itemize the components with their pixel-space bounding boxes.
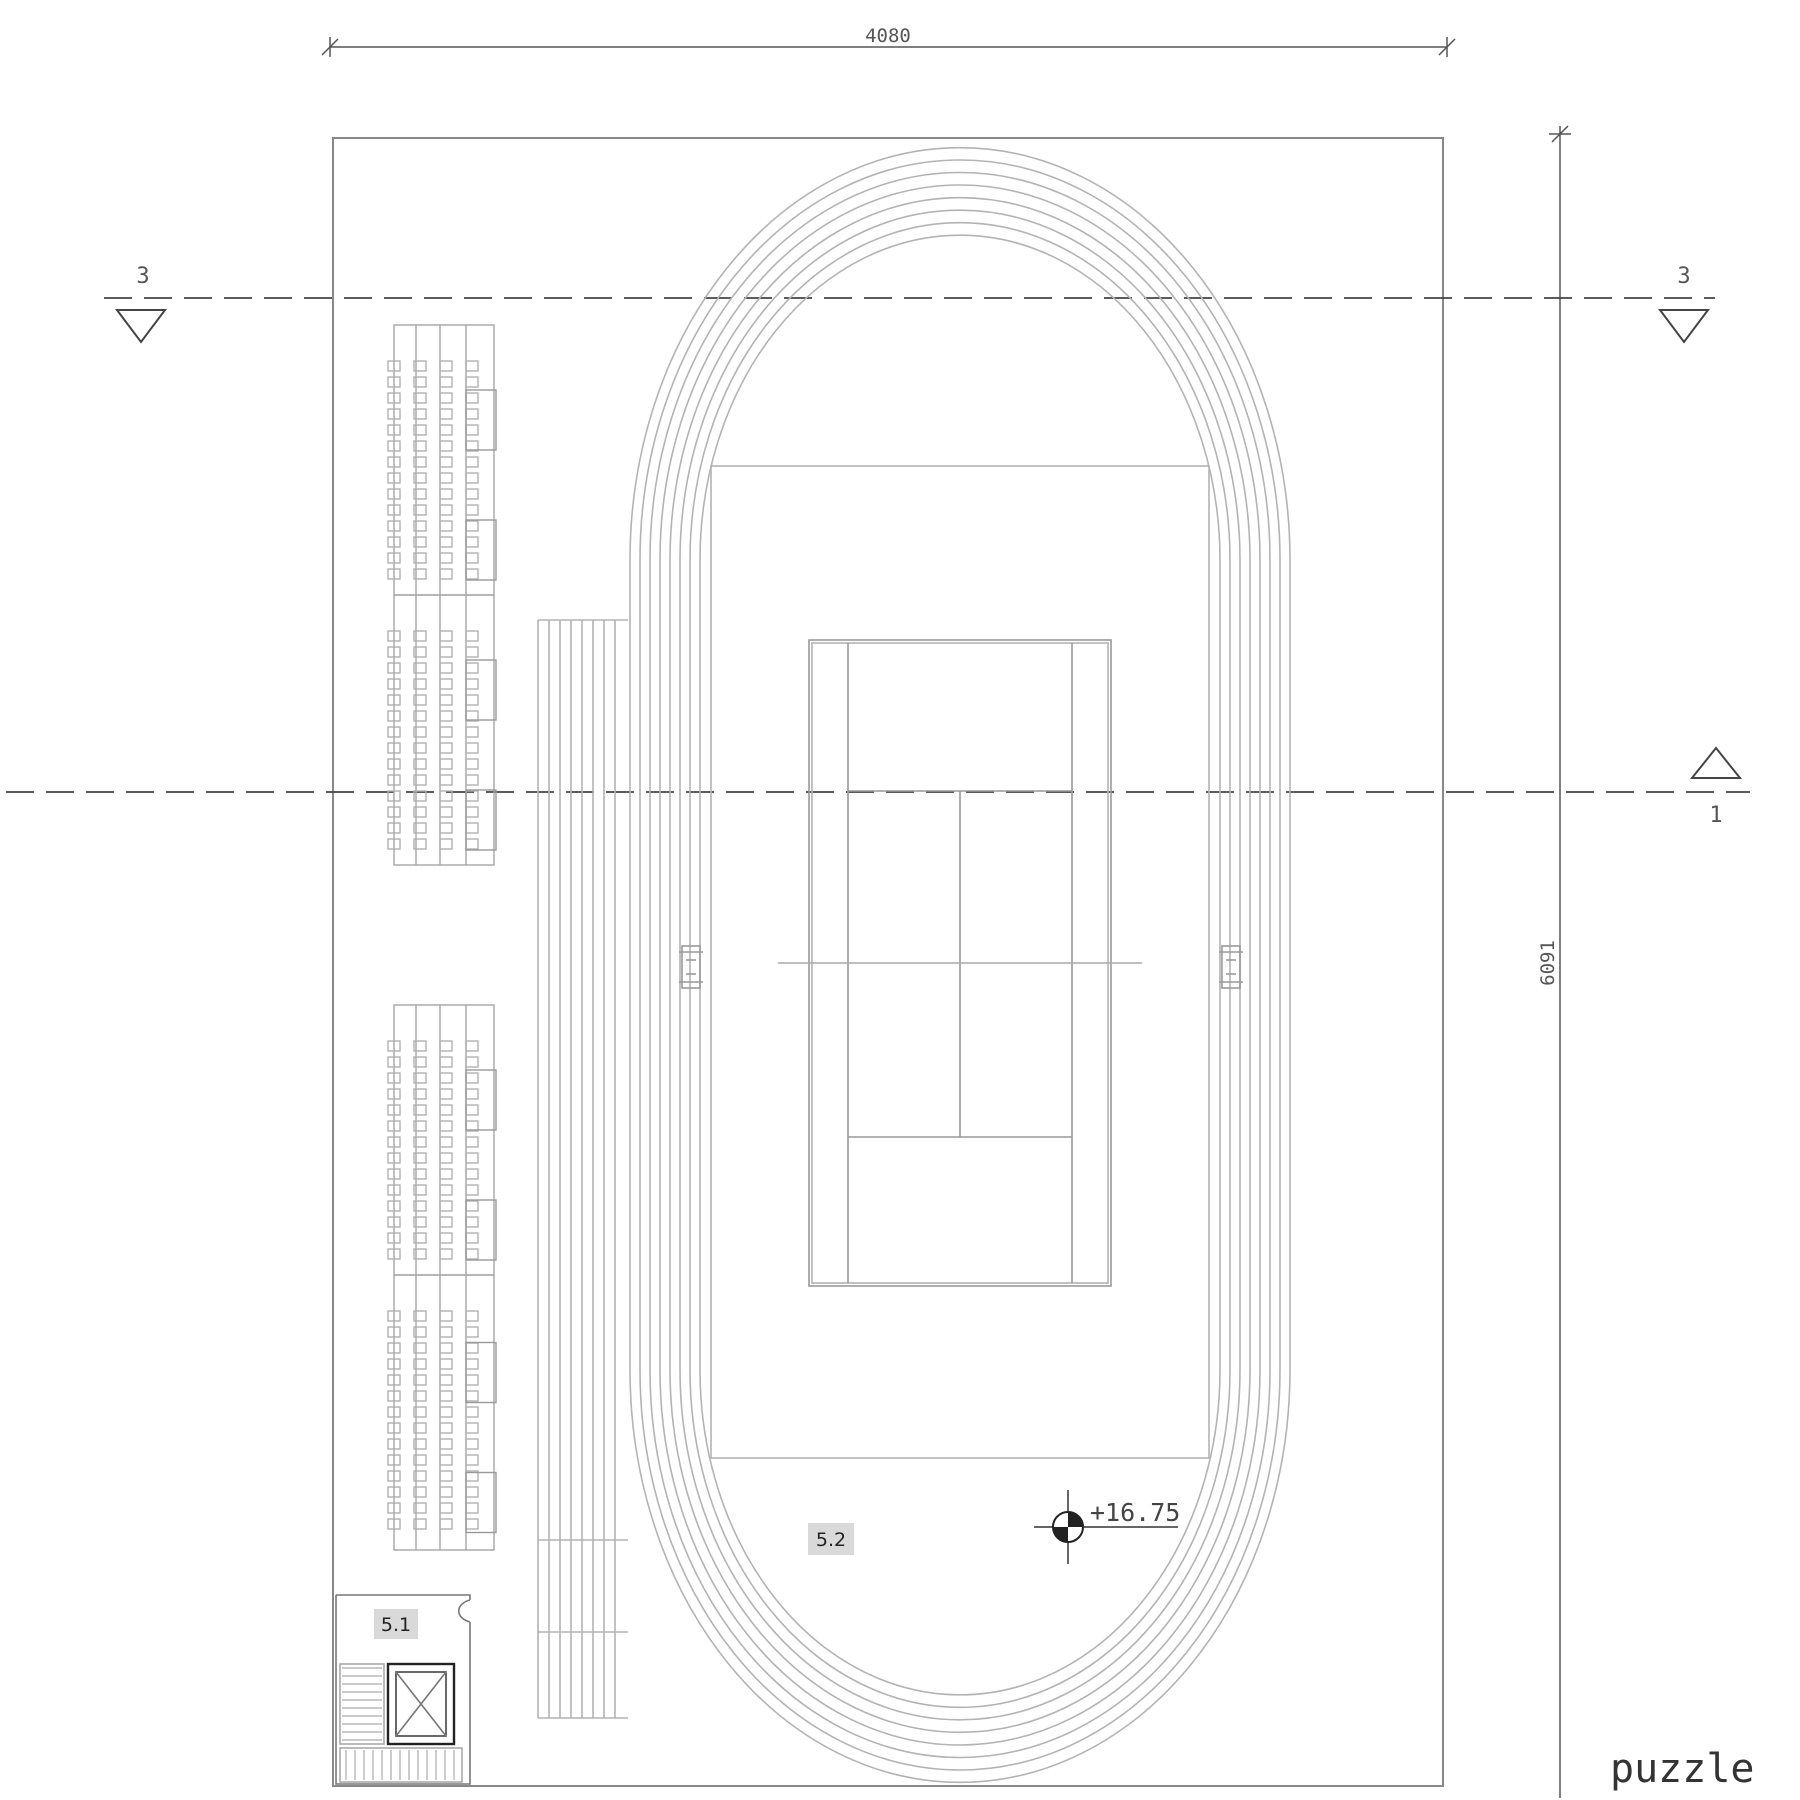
section-label-3-left: 3 xyxy=(136,264,149,289)
height-dimension xyxy=(1549,125,1571,1798)
section-label-1: 1 xyxy=(1709,803,1722,828)
track-lane xyxy=(669,196,1251,1734)
seating-block xyxy=(387,1004,497,1276)
elevation-marker xyxy=(1034,1490,1178,1564)
seating-stands xyxy=(387,324,497,1551)
brand-watermark: puzzle xyxy=(1610,1746,1755,1792)
track-lane xyxy=(639,159,1281,1771)
track-lane xyxy=(629,146,1291,1784)
tennis-court xyxy=(778,639,1142,1287)
section-marker-3-left xyxy=(115,309,167,344)
track-lane xyxy=(699,234,1221,1696)
elevation-label: +16.75 xyxy=(1090,1498,1180,1527)
goal-post-right xyxy=(1219,945,1243,989)
sprint-straight xyxy=(537,619,628,1719)
running-track xyxy=(629,146,1291,1784)
section-marker-1 xyxy=(1689,746,1743,779)
goal-post-left xyxy=(679,945,703,989)
room-label-5-2: 5.2 xyxy=(808,1523,854,1555)
seating-block xyxy=(387,594,497,866)
room-label-5-1-text: 5.1 xyxy=(381,1614,411,1636)
track-lane xyxy=(689,221,1231,1709)
width-dimension xyxy=(321,37,1456,57)
seating-block xyxy=(387,1274,497,1551)
track-lane xyxy=(659,184,1261,1746)
track-lane xyxy=(649,171,1271,1759)
field-area xyxy=(710,465,1210,1459)
height-dimension-label: 6091 xyxy=(1537,940,1559,986)
seating-block xyxy=(387,324,497,596)
site-boundary xyxy=(332,137,1444,1787)
stair-treads xyxy=(342,1667,455,1780)
width-dimension-label: 4080 xyxy=(865,25,911,47)
track-lane xyxy=(679,209,1241,1721)
section-marker-3-right xyxy=(1658,309,1710,344)
section-label-3-right: 3 xyxy=(1677,264,1690,289)
room-label-5-2-text: 5.2 xyxy=(816,1529,846,1551)
stair-core xyxy=(335,1594,471,1785)
room-label-5-1: 5.1 xyxy=(374,1609,418,1639)
